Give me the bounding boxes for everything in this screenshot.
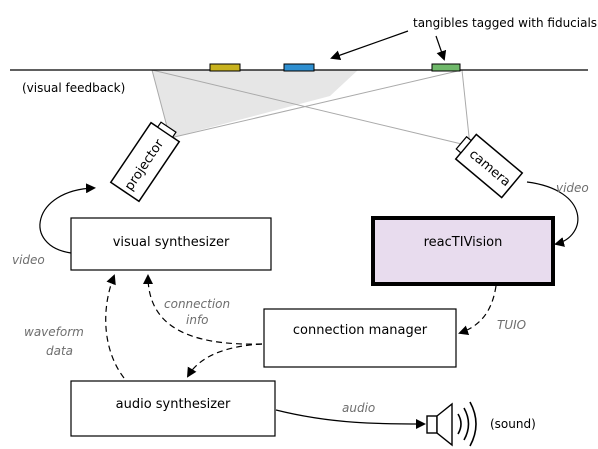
tangibles-annotation: tangibles tagged with fiducials bbox=[413, 16, 597, 30]
video-to-reactivision-arrow bbox=[526, 181, 579, 247]
visual-feedback-label: (visual feedback) bbox=[22, 81, 125, 95]
tuio-arrow bbox=[458, 285, 497, 336]
video-right-label: video bbox=[556, 181, 589, 195]
tangible-blue bbox=[283, 63, 315, 72]
waveform-label-1: waveform bbox=[24, 325, 84, 339]
reactivision-box bbox=[371, 216, 555, 286]
camera-ray-right bbox=[461, 69, 471, 147]
camera-device: camera bbox=[454, 133, 524, 199]
camera-ray-left bbox=[151, 69, 471, 147]
visual-synthesizer-label: visual synthesizer bbox=[113, 235, 230, 250]
waveform-data-arrow bbox=[105, 274, 125, 379]
annotation-arrow-right bbox=[435, 35, 447, 61]
video-left-label: video bbox=[12, 253, 45, 267]
audio-arrow bbox=[275, 409, 426, 429]
tangible-yellow bbox=[209, 63, 241, 72]
audio-synthesizer-label: audio synthesizer bbox=[116, 397, 231, 412]
annotation-arrow-left bbox=[330, 30, 409, 61]
connection-info-arrow bbox=[143, 274, 263, 345]
speaker-icon bbox=[426, 401, 477, 447]
sound-label: (sound) bbox=[490, 417, 536, 431]
video-to-projector-arrow bbox=[39, 183, 96, 254]
reactivision-label: reacTIVision bbox=[424, 235, 503, 250]
audio-label: audio bbox=[342, 401, 375, 415]
connection-manager-label: connection manager bbox=[293, 323, 428, 338]
waveform-label-2: data bbox=[46, 344, 73, 358]
projector-ray-right bbox=[169, 69, 463, 139]
audio-synthesizer-box bbox=[70, 380, 276, 437]
projection-area bbox=[152, 70, 358, 138]
connection-manager-box bbox=[263, 308, 457, 368]
visual-synthesizer-box bbox=[70, 217, 272, 271]
connection-info-label-1: connection bbox=[164, 297, 230, 311]
tangible-green bbox=[431, 63, 461, 72]
tuio-label: TUIO bbox=[497, 318, 526, 332]
connection-info-label-2: info bbox=[186, 313, 209, 327]
projector-device: projector bbox=[109, 121, 181, 203]
connection-to-audio-arrow bbox=[186, 343, 263, 378]
